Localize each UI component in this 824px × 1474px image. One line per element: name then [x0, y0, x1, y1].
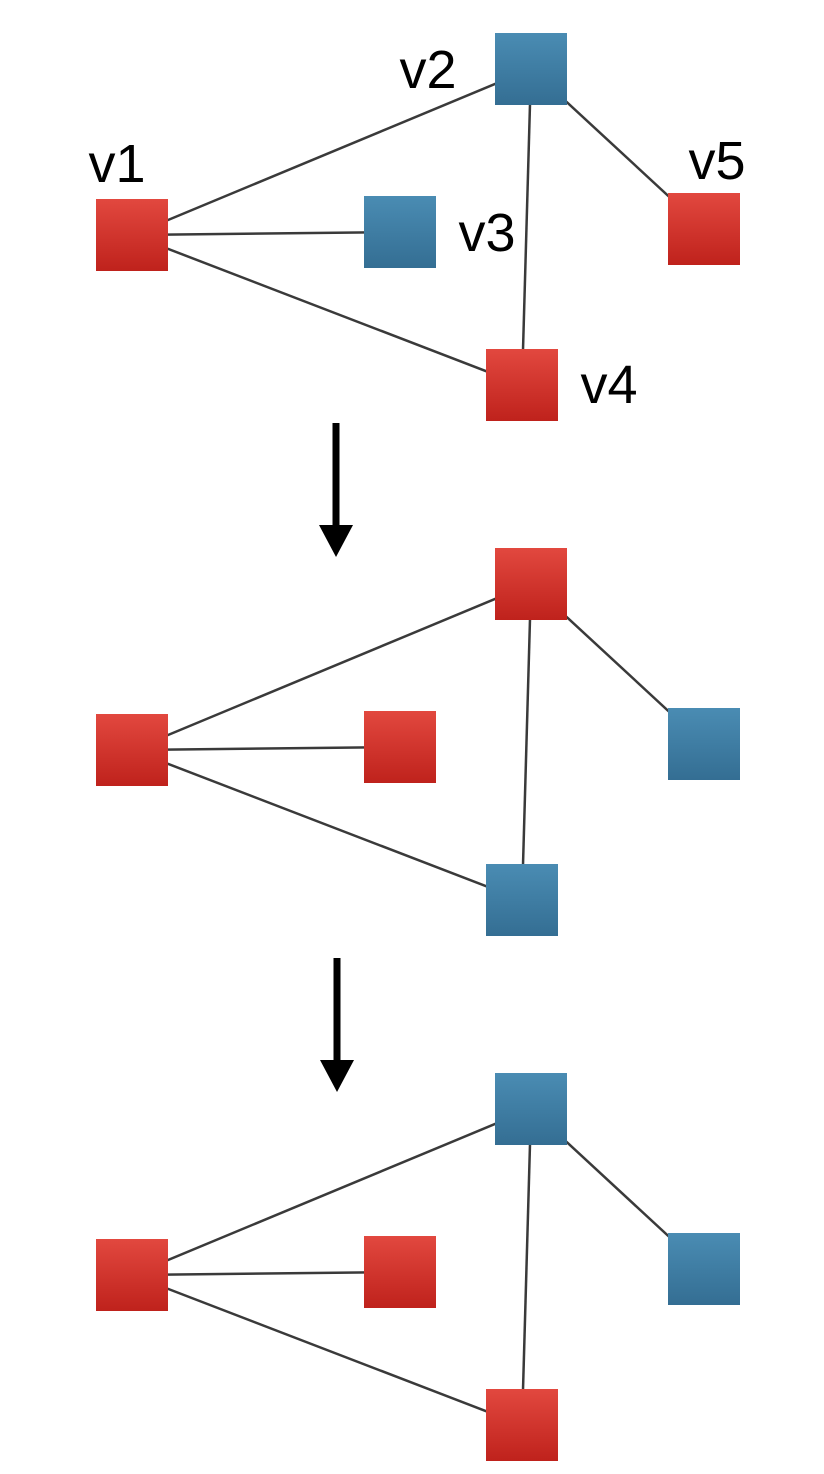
edge-v1-v2 [131, 1107, 532, 1277]
node-v3 [364, 196, 436, 268]
node-v2 [495, 1073, 567, 1145]
graph-state-1: v1 v2 v3 v4 v5 [88, 33, 746, 421]
node-v3 [364, 1236, 436, 1308]
edge-v2-v4 [520, 1108, 533, 1426]
node-v3 [364, 711, 436, 783]
edge-v1-v2 [131, 67, 532, 237]
node-v2 [495, 33, 567, 105]
node-label-v2: v2 [399, 40, 456, 100]
edge-v1-v4 [131, 748, 523, 902]
node-label-v1: v1 [88, 134, 145, 194]
node-v4 [486, 1389, 558, 1461]
node-v4 [486, 349, 558, 421]
edge-v1-v4 [131, 233, 523, 387]
node-label-v5: v5 [688, 131, 745, 191]
node-label-v4: v4 [580, 355, 637, 415]
node-v1 [96, 714, 168, 786]
node-v5 [668, 193, 740, 265]
transition-arrow-2 [320, 958, 354, 1092]
node-v5 [668, 708, 740, 780]
edge-v1-v4 [131, 1273, 523, 1427]
edge-v1-v3 [131, 1270, 401, 1277]
node-v4 [486, 864, 558, 936]
node-v1 [96, 1239, 168, 1311]
arrow-head-icon [319, 525, 353, 557]
node-v1 [96, 199, 168, 271]
arrow-head-icon [320, 1060, 354, 1092]
graph-state-3 [96, 1073, 740, 1461]
node-label-v3: v3 [458, 203, 515, 263]
node-v2 [495, 548, 567, 620]
node-v5 [668, 1233, 740, 1305]
transition-arrow-1 [319, 423, 353, 557]
edge-v2-v4 [520, 583, 533, 901]
graph-state-2 [96, 548, 740, 936]
edge-v2-v4 [520, 68, 533, 386]
edge-v1-v3 [131, 230, 401, 237]
edge-v1-v3 [131, 745, 401, 752]
edge-v1-v2 [131, 582, 532, 752]
